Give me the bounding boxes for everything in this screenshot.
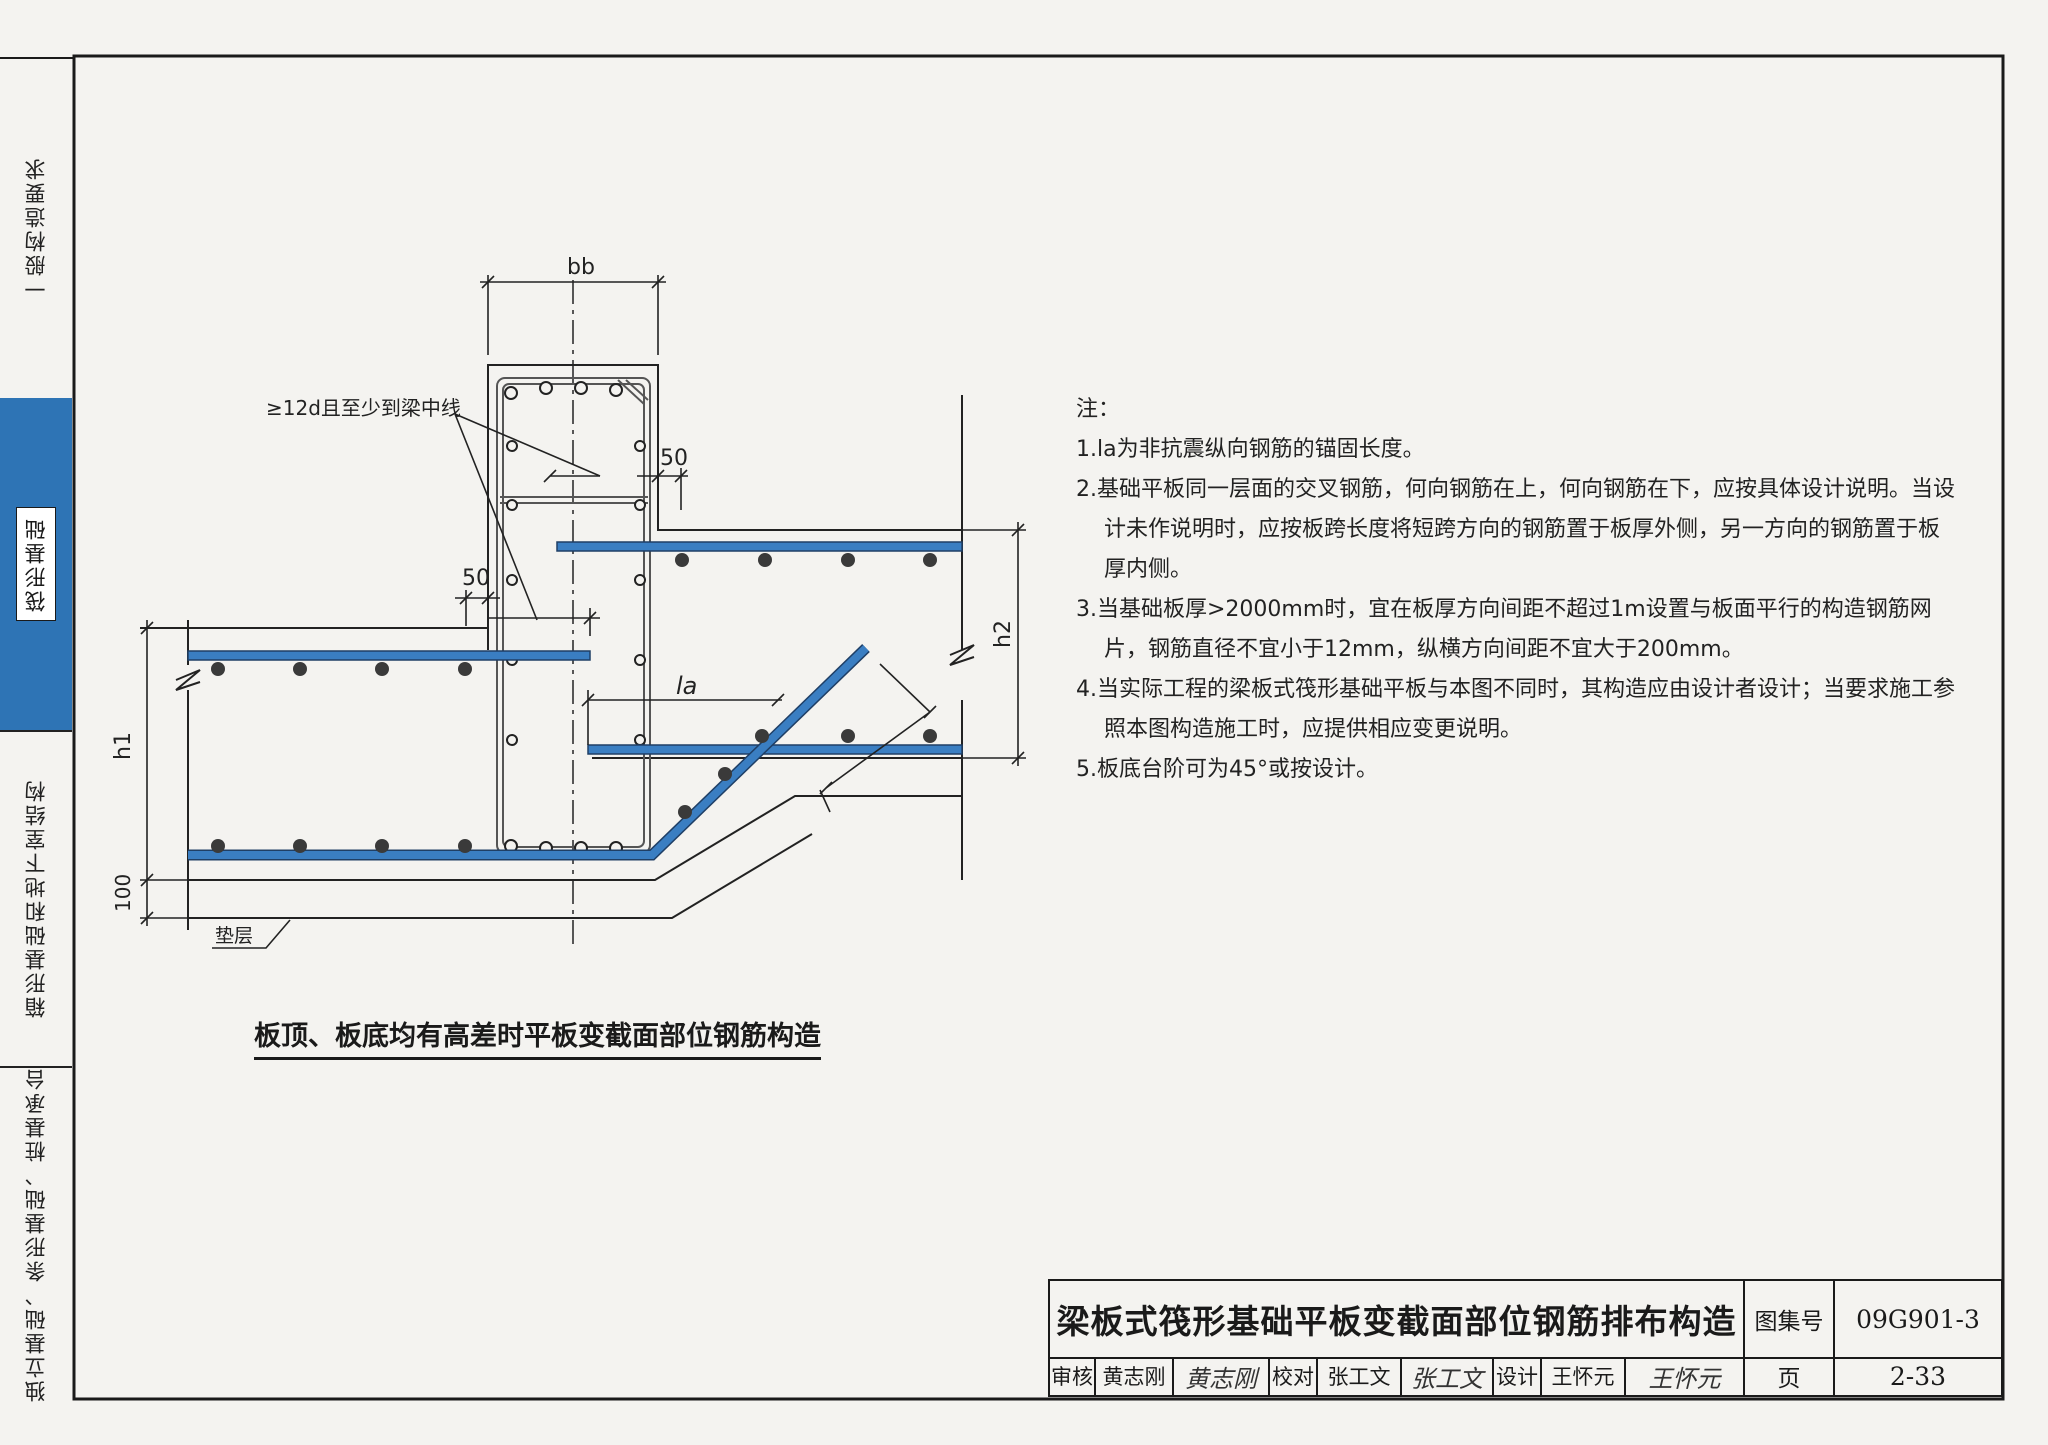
note-item: 1.la为非抗震纵向钢筋的锚固长度。 (1076, 437, 1425, 462)
label-50-left: 50 (462, 566, 490, 591)
designer-signature: 王怀元 (1626, 1357, 1745, 1395)
label-h2: h2 (991, 620, 1016, 648)
review-label: 审核 (1050, 1357, 1096, 1395)
reviewer-signature: 黄志刚 (1174, 1357, 1270, 1395)
distribution-bars (211, 553, 937, 853)
side-tab-box[interactable]: 箱形基础和地下室结构 (0, 730, 72, 1068)
label-bb: bb (567, 255, 595, 280)
label-anchor-note: ≥12d且至少到梁中线 (266, 396, 461, 420)
check-label: 校对 (1270, 1357, 1318, 1395)
design-label: 设计 (1494, 1357, 1542, 1395)
notes-section: 注： 1.la为非抗震纵向钢筋的锚固长度。 2.基础平板同一层面的交叉钢筋，何向… (1076, 390, 1956, 790)
side-tab-raft[interactable]: 筏形基础 (0, 398, 72, 732)
note-item: 5.板底台阶可为45°或按设计。 (1076, 757, 1378, 782)
drawing-caption: 板顶、板底均有高差时平板变截面部位钢筋构造 (254, 1014, 821, 1060)
note-item: 2.基础平板同一层面的交叉钢筋，何向钢筋在上，何向钢筋在下，应按具体设计说明。当… (1076, 477, 1955, 582)
label-la: la (676, 672, 697, 700)
page-number: 2-33 (1889, 1361, 1947, 1391)
left-slab-top-bar (187, 650, 591, 661)
checker-signature: 张工文 (1402, 1357, 1494, 1395)
reviewer-name: 黄志刚 (1096, 1357, 1174, 1395)
atlas-number: 09G901-3 (1856, 1304, 1980, 1334)
note-item: 3.当基础板厚>2000mm时，宜在板厚方向间距不超过1m设置与板面平行的构造钢… (1076, 597, 1932, 662)
designer-name: 王怀元 (1542, 1357, 1626, 1395)
dimension-lines (140, 275, 1026, 949)
label-100: 100 (111, 874, 135, 912)
concrete-outline (140, 364, 975, 930)
drawing-title: 梁板式筏形基础平板变截面部位钢筋排布构造 (1050, 1281, 1745, 1357)
upper-slab-top-bar (556, 541, 963, 552)
label-cushion: 垫层 (215, 925, 253, 947)
upper-slab-bottom-bar (587, 744, 963, 755)
label-h1: h1 (111, 732, 136, 760)
slab-rebars (187, 541, 963, 755)
beam-stirrups (496, 377, 651, 854)
notes-heading: 注： (1076, 397, 1121, 422)
label-50-top: 50 (660, 446, 688, 471)
checker-name: 张工文 (1318, 1357, 1402, 1395)
sheet-border (72, 54, 2005, 1401)
page-label: 页 (1745, 1357, 1835, 1395)
atlas-label: 图集号 (1745, 1281, 1835, 1357)
title-block: 梁板式筏形基础平板变截面部位钢筋排布构造 图集号 09G901-3 审核 黄志刚… (1048, 1279, 2003, 1397)
note-item: 4.当实际工程的梁板式筏形基础平板与本图不同时，其构造应由设计者设计；当要求施工… (1076, 677, 1955, 742)
